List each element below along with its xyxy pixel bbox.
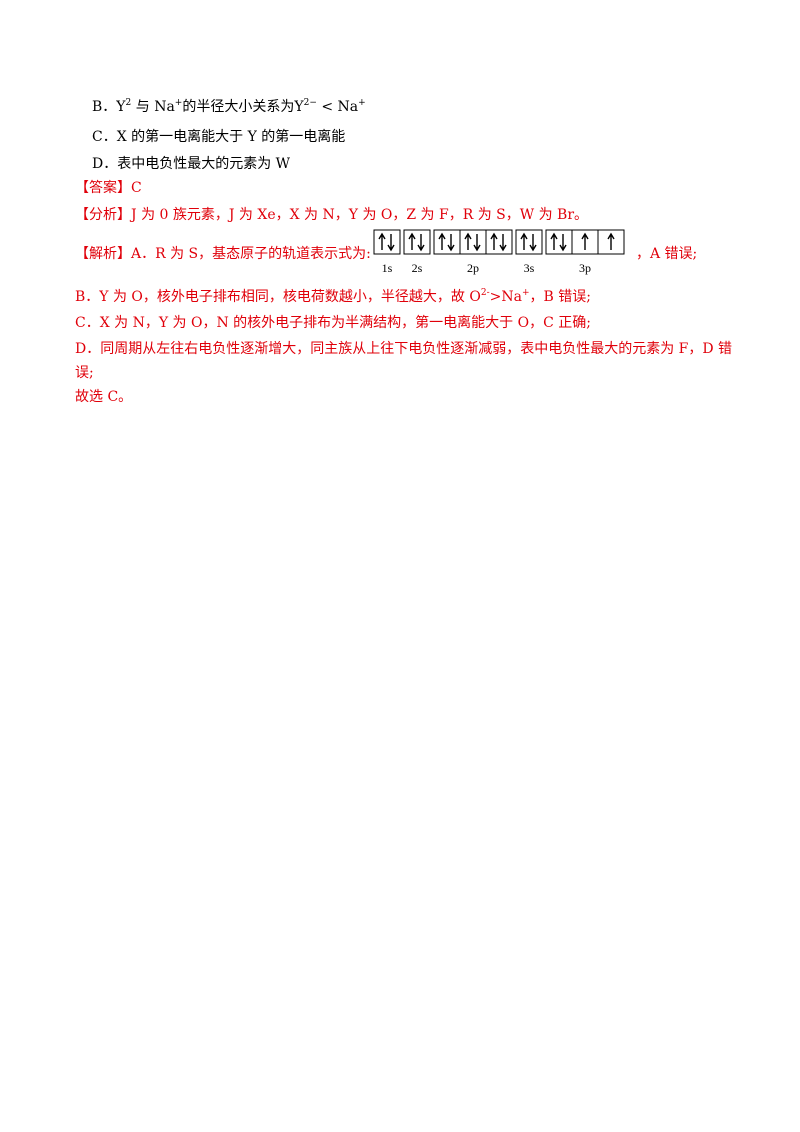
solution-a-end: ，A 错误; — [636, 246, 698, 262]
solution-d-line-2: 误; — [75, 365, 94, 381]
orbital-label: 2p — [467, 261, 479, 275]
orbital-label: 1s — [382, 261, 393, 275]
spin-up-arrow — [607, 232, 615, 250]
spin-up-arrow — [378, 232, 386, 250]
orbital-label: 3s — [524, 261, 535, 275]
answer-line: 【答案】C — [75, 178, 142, 198]
orbital-label: 3p — [579, 261, 591, 275]
spin-up-arrow — [581, 232, 589, 250]
option-d: D．表中电负性最大的元素为 W — [92, 156, 291, 172]
solution-b-line: B．Y 为 O，核外电子排布相同，核电荷数越小，半径越大，故 O2->Na+，B… — [75, 288, 591, 306]
orbital-box — [433, 229, 461, 255]
solution-c-line: C．X 为 N，Y 为 O，N 的核外电子排布为半满结构，第一电离能大于 O，C… — [75, 315, 591, 331]
orbital-label: 2s — [412, 261, 423, 275]
orbital-box — [403, 229, 431, 255]
orbital-box — [459, 229, 487, 255]
orbital-diagram-svg: 1s 2s 2p 3s 3p — [373, 229, 625, 275]
orbital-box — [545, 229, 573, 255]
orbital-box — [373, 229, 401, 255]
orbital-diagram: 1s 2s 2p 3s 3p — [372, 229, 630, 275]
orbital-box — [597, 229, 625, 255]
solution-a-text: A．R 为 S，基态原子的轨道表示式为: — [131, 246, 371, 262]
option-c: C．X 的第一电离能大于 Y 的第一电离能 — [92, 129, 346, 145]
spin-up-arrow — [490, 232, 498, 250]
answer-value: C — [131, 180, 142, 196]
spin-down-arrow — [473, 234, 481, 252]
spin-down-arrow — [387, 234, 395, 252]
solution-a-line: 【解析】A．R 为 S，基态原子的轨道表示式为: — [75, 244, 371, 264]
spin-up-arrow — [408, 232, 416, 250]
orbital-box — [515, 229, 543, 255]
solution-d-line-1: D．同周期从左往右电负性逐渐增大，同主族从上往下电负性逐渐减弱，表中电负性最大的… — [75, 341, 733, 357]
analysis-text: J 为 0 族元素，J 为 Xe，X 为 N，Y 为 O，Z 为 F，R 为 S… — [131, 207, 589, 223]
spin-down-arrow — [529, 234, 537, 252]
spin-down-arrow — [499, 234, 507, 252]
spin-down-arrow — [447, 234, 455, 252]
spin-down-arrow — [417, 234, 425, 252]
analysis-line: 【分析】J 为 0 族元素，J 为 Xe，X 为 N，Y 为 O，Z 为 F，R… — [75, 205, 588, 225]
spin-up-arrow — [520, 232, 528, 250]
conclusion-line: 故选 C。 — [75, 389, 133, 405]
analysis-label: 【分析】 — [75, 207, 131, 223]
spin-up-arrow — [550, 232, 558, 250]
spin-up-arrow — [438, 232, 446, 250]
option-b: B．Y2 与 Na+的半径大小关系为Y2− < Na+ — [92, 98, 366, 116]
orbital-box — [485, 229, 513, 255]
solution-label: 【解析】 — [75, 246, 131, 262]
spin-up-arrow — [464, 232, 472, 250]
spin-down-arrow — [559, 234, 567, 252]
answer-label: 【答案】 — [75, 180, 131, 196]
